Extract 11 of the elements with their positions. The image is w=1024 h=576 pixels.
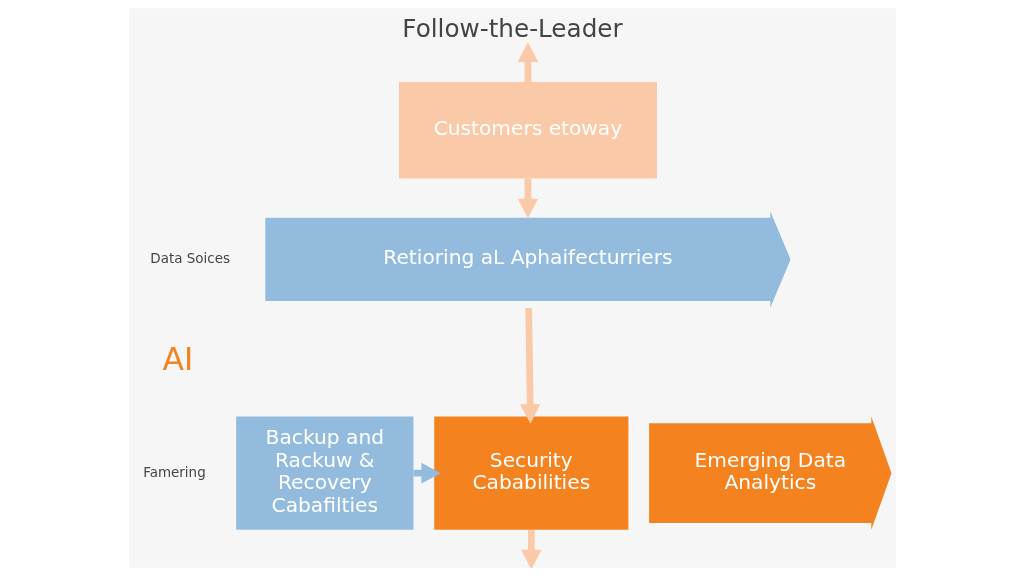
arrow (520, 530, 542, 568)
diagram-title: Follow-the-Leader (401, 14, 623, 44)
label: AI (161, 340, 193, 377)
arrow (517, 178, 538, 219)
node-box: Backup and Rackuw & Recovery Cabafilties (235, 416, 413, 530)
node-box: Security Cababilities (433, 416, 628, 530)
node-box: Customers etoway (398, 82, 657, 179)
arrow (519, 307, 540, 424)
label: Data Soices (149, 250, 230, 266)
arrow (517, 42, 538, 83)
label: Famering (142, 464, 206, 480)
